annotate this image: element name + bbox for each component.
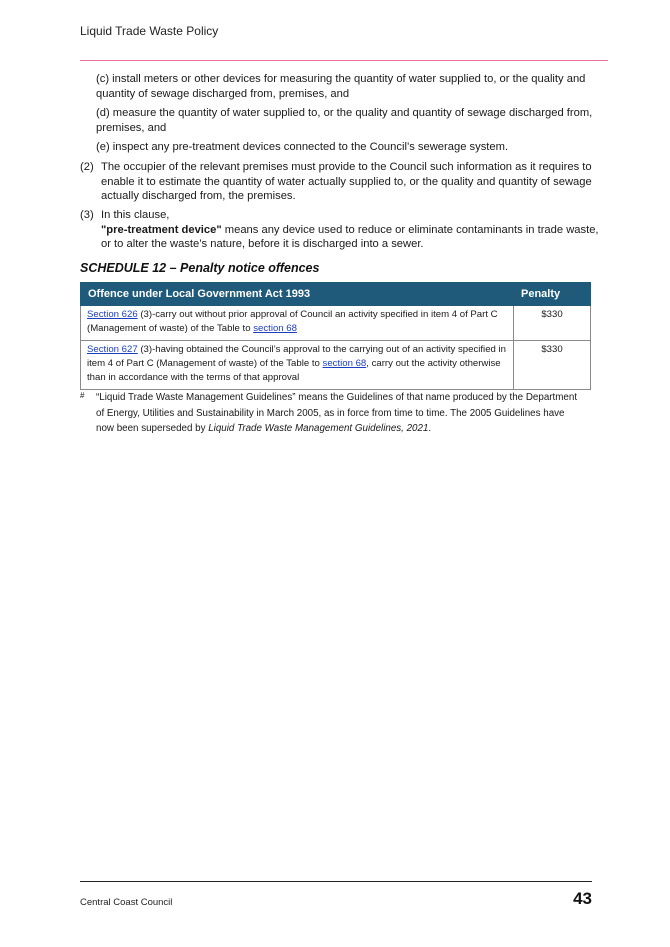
header-divider: [80, 60, 608, 61]
schedule-heading: SCHEDULE 12 – Penalty notice offences: [80, 261, 320, 275]
penalty-cell: $330: [513, 340, 591, 390]
clause-2-number: (2): [80, 161, 94, 173]
page-number: 43: [573, 889, 592, 908]
footer-organization: Central Coast Council: [80, 897, 173, 908]
table-row: Section 626 (3)-carry out without prior …: [80, 305, 591, 341]
footnote-italic-title: Liquid Trade Waste Management Guidelines…: [208, 423, 429, 434]
clause-3-body: In this clause, "pre-treatment device" m…: [101, 208, 600, 252]
penalty-cell: $330: [513, 305, 591, 341]
section-626-link[interactable]: Section 626: [87, 309, 138, 320]
clause-3: (3) In this clause, "pre-treatment devic…: [80, 208, 600, 252]
table-row: Section 627 (3)-having obtained the Coun…: [80, 340, 591, 390]
footnote-end: .: [428, 423, 432, 434]
offence-text-end: , carry out the activity otherwise than …: [87, 358, 501, 383]
clause-2: (2) The occupier of the relevant premise…: [80, 160, 600, 204]
section-68-link[interactable]: section 68: [322, 358, 367, 369]
table-header-row: Offence under Local Government Act 1993 …: [80, 282, 591, 306]
column-header-penalty: Penalty: [513, 282, 591, 306]
offence-cell: Section 626 (3)-carry out without prior …: [80, 305, 514, 341]
footnote-body: “Liquid Trade Waste Management Guideline…: [96, 390, 585, 437]
column-header-offence: Offence under Local Government Act 1993: [80, 282, 514, 306]
footnote: # “Liquid Trade Waste Management Guideli…: [80, 390, 585, 437]
clause-3-term: "pre-treatment device": [101, 223, 222, 236]
item-d-text: (d) measure the quantity of water suppli…: [96, 107, 593, 134]
page-header-title: Liquid Trade Waste Policy: [80, 24, 219, 38]
clause-3-number: (3): [80, 209, 94, 221]
section-627-link[interactable]: Section 627: [87, 344, 138, 355]
offence-text: (3)-having obtained the Council’s approv…: [87, 344, 506, 369]
clause-3-definition: means any device used to reduce or elimi…: [101, 223, 599, 251]
penalty-offences-table: Offence under Local Government Act 1993 …: [80, 282, 591, 390]
footnote-text: “Liquid Trade Waste Management Guideline…: [96, 392, 578, 434]
item-c-text: (c) install meters or other devices for …: [96, 73, 586, 100]
clause-3-intro: In this clause,: [101, 209, 170, 221]
offence-text: (3)-carry out without prior approval of …: [87, 309, 498, 334]
item-e-text: (e) inspect any pre-treatment devices co…: [96, 141, 509, 153]
footer-divider: [80, 881, 592, 882]
section-68-link[interactable]: section 68: [253, 323, 297, 334]
footnote-marker: #: [80, 391, 85, 400]
offence-cell: Section 627 (3)-having obtained the Coun…: [80, 340, 514, 390]
clause-2-text: The occupier of the relevant premises mu…: [101, 161, 592, 202]
